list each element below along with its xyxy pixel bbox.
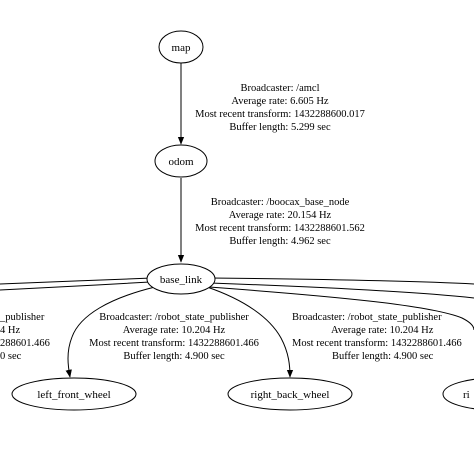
edge-label-buffer-length: 0 sec [0, 351, 22, 362]
edge-label-map-odom: Broadcaster: /amcl Average rate: 6.605 H… [195, 83, 365, 133]
edge-label-base-link-left-offscreen: _publisher 4 Hz 288601.466 0 sec [0, 312, 50, 362]
edge-label-buffer-length: Buffer length: 5.299 sec [229, 122, 331, 133]
edge-label-base-link-left-front-wheel: Broadcaster: /robot_state_publisher Aver… [89, 312, 259, 362]
node-base-link-label: base_link [160, 274, 203, 286]
edge-label-broadcaster: Broadcaster: /boocax_base_node [211, 197, 350, 208]
node-odom-label: odom [168, 156, 194, 168]
edge-label-most-recent: Most recent transform: 1432288601.466 [89, 338, 259, 349]
edge-label-most-recent: Most recent transform: 1432288601.562 [195, 223, 365, 234]
edge-label-base-link-right-back-wheel: Broadcaster: /robot_state_publisher Aver… [292, 312, 462, 362]
edge-base-link-offscreen-left-2 [0, 281, 151, 291]
edge-base-link-right-front-wheel [208, 286, 474, 331]
node-right-back-wheel[interactable]: right_back_wheel [227, 377, 353, 411]
edge-label-odom-base-link: Broadcaster: /boocax_base_node Average r… [195, 197, 365, 247]
edge-base-link-left-front-wheel [65, 286, 156, 378]
node-right-back-wheel-label: right_back_wheel [251, 389, 330, 401]
edge-label-broadcaster: Broadcaster: /robot_state_publisher [99, 312, 249, 323]
edge-label-buffer-length: Buffer length: 4.962 sec [229, 236, 331, 247]
node-right-front-wheel-partial[interactable]: ri [442, 378, 474, 410]
edge-base-link-right-back-wheel [206, 286, 294, 378]
edge-label-most-recent: Most recent transform: 1432288600.017 [195, 109, 365, 120]
node-map-label: map [172, 42, 191, 54]
edge-label-buffer-length: Buffer length: 4.900 sec [332, 351, 434, 362]
edge-base-link-offscreen-right-1 [209, 277, 474, 285]
node-map[interactable]: map [158, 30, 204, 64]
node-left-front-wheel[interactable]: left_front_wheel [11, 377, 137, 411]
edge-label-average-rate: Average rate: 6.605 Hz [231, 96, 329, 107]
edge-label-average-rate: 4 Hz [0, 325, 20, 336]
edge-label-broadcaster: _publisher [0, 312, 45, 323]
edge-label-most-recent: Most recent transform: 1432288601.466 [292, 338, 462, 349]
node-base-link[interactable]: base_link [146, 263, 216, 295]
edge-label-average-rate: Average rate: 20.154 Hz [229, 210, 332, 221]
edge-label-most-recent: 288601.466 [0, 338, 50, 349]
edge-label-average-rate: Average rate: 10.204 Hz [331, 325, 434, 336]
node-odom[interactable]: odom [154, 144, 208, 178]
node-right-front-wheel-partial-label: ri [463, 389, 470, 401]
node-left-front-wheel-label: left_front_wheel [37, 389, 110, 401]
edge-base-link-offscreen-left-1 [0, 277, 153, 285]
edge-label-broadcaster: Broadcaster: /amcl [240, 83, 319, 94]
edge-label-broadcaster: Broadcaster: /robot_state_publisher [292, 312, 442, 323]
edge-base-link-offscreen-right-2 [209, 282, 474, 299]
edge-label-buffer-length: Buffer length: 4.900 sec [123, 351, 225, 362]
edge-label-average-rate: Average rate: 10.204 Hz [123, 325, 226, 336]
